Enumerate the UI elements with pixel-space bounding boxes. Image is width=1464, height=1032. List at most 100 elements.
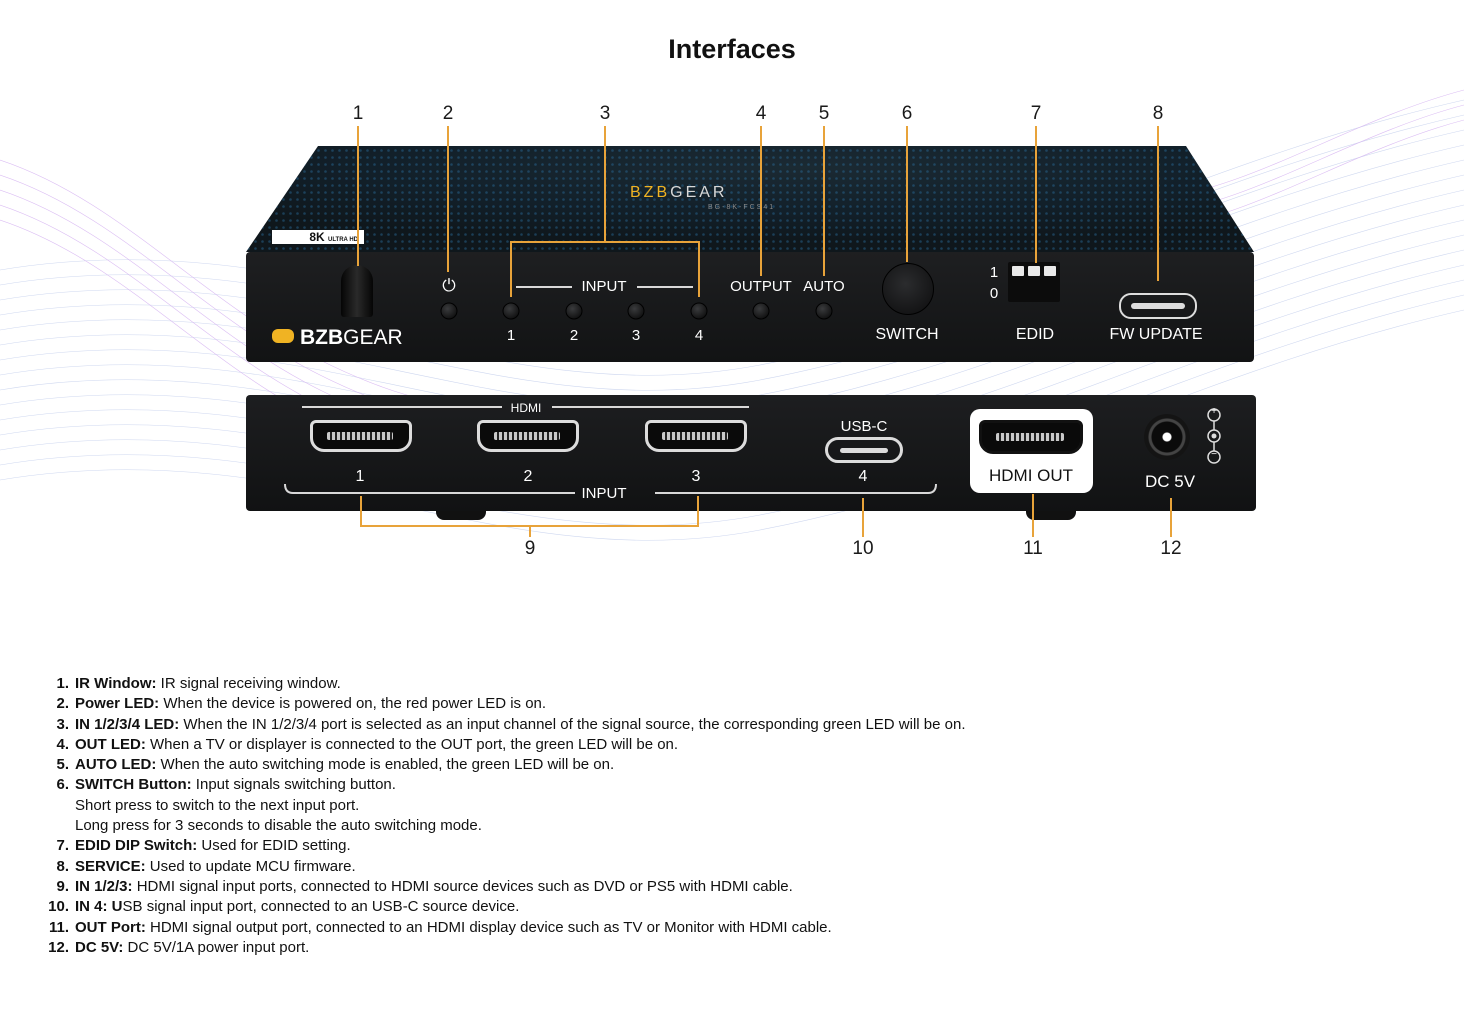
list-item: 2.Power LED: When the device is powered … [56,695,547,713]
callout-9: 9 [524,538,536,559]
hdmi-number-2: 2 [523,468,533,485]
front-panel [246,252,1254,362]
foot-right [1026,511,1076,520]
list-item: 6.SWITCH Button: Input signals switching… [56,776,396,794]
leader-9-stem [529,525,531,537]
list-item: 8.SERVICE: Used to update MCU firmware. [56,857,356,875]
callout-7: 7 [1030,103,1042,124]
hdmi-number-3: 3 [691,468,701,485]
hdmi-rule-right [552,406,749,408]
foot-left [436,511,486,520]
input-rule-left [516,286,572,288]
usbc-label: USB-C [840,418,888,435]
hdmi-label: HDMI [510,401,542,415]
dc-power-jack[interactable] [1144,414,1190,460]
switch-label: SWITCH [875,326,939,343]
brand-mark-icon [272,329,294,343]
leader-12 [1170,498,1172,537]
list-item: 4.OUT LED: When a TV or displayer is con… [56,735,679,753]
callout-2: 2 [442,103,454,124]
list-item: 9.IN 1/2/3: HDMI signal input ports, con… [56,877,793,895]
input-led-1 [502,302,520,320]
usbc-input-port[interactable] [825,437,903,463]
fw-update-label: FW UPDATE [1109,326,1203,343]
polarity-icon [1207,408,1221,464]
callout-12: 12 [1160,538,1182,559]
leader-3-bar [510,241,700,243]
callout-8: 8 [1152,103,1164,124]
input-led-2 [565,302,583,320]
callout-10: 10 [852,538,874,559]
input-number-1: 1 [506,327,516,344]
hdmi-input-port-2[interactable] [477,420,579,452]
input-led-3 [627,302,645,320]
leader-3 [604,126,606,241]
list-item: 5.AUTO LED: When the auto switching mode… [56,756,615,774]
hdmi-output-port[interactable] [979,420,1083,454]
leader-3-right [698,241,700,297]
ir-window [341,265,373,317]
edid-label: EDID [1015,326,1055,343]
dip-on-label: 1 [989,264,999,281]
plus-sign: + [1211,406,1217,417]
leader-9-right [697,496,699,526]
leader-8 [1157,126,1159,281]
minus-sign: − [1211,449,1217,460]
page-title: Interfaces [668,34,796,64]
leader-7 [1035,126,1037,263]
leader-11 [1032,494,1034,537]
leader-10 [862,498,864,537]
dip-toggle-1[interactable] [1012,266,1024,276]
dip-toggle-2[interactable] [1028,266,1040,276]
list-item-sub: Long press for 3 seconds to disable the … [75,817,482,835]
callout-5: 5 [818,103,830,124]
input-led-4 [690,302,708,320]
leader-5 [823,126,825,276]
callout-1: 1 [352,103,364,124]
dip-off-label: 0 [989,285,999,302]
output-label: OUTPUT [730,278,792,295]
list-item-sub: Short press to switch to the next input … [75,796,360,814]
leader-6 [906,126,908,262]
list-item: 11.OUT Port: HDMI signal output port, co… [48,918,832,936]
edid-dip-switch[interactable] [1008,262,1060,302]
leader-3-left [510,241,512,297]
dip-toggle-3[interactable] [1044,266,1056,276]
power-led [440,302,458,320]
auto-led [815,302,833,320]
input-number-3: 3 [631,327,641,344]
back-input-label: INPUT [581,485,627,502]
hdmi-input-port-1[interactable] [310,420,412,452]
front-logo: BZBGEAR [272,326,403,350]
list-item: 12.DC 5V: DC 5V/1A power input port. [48,938,310,956]
hdmi-out-label: HDMI OUT [988,466,1074,485]
callout-3: 3 [599,103,611,124]
device-top-face [246,146,1254,252]
list-item: 3.IN 1/2/3/4 LED: When the IN 1/2/3/4 po… [56,715,966,733]
top-model-number: BG-8K-FCS41 [708,204,776,211]
auto-label: AUTO [803,278,845,295]
input-number-4: 4 [694,327,704,344]
input-number-2: 2 [569,327,579,344]
callout-11: 11 [1023,538,1043,559]
input-rule-right [637,286,693,288]
hdmi-number-1: 1 [355,468,365,485]
callout-6: 6 [901,103,913,124]
output-led [752,302,770,320]
fw-update-port[interactable] [1119,293,1197,319]
top-logo: BZBGEAR [630,184,728,201]
interface-description-list: 1.IR Window: IR signal receiving window.… [40,674,1440,958]
input-bracket [284,483,937,494]
power-icon: ⏻ [442,276,456,295]
switch-button[interactable] [882,263,934,315]
hdmi-input-port-3[interactable] [645,420,747,452]
list-item: 7.EDID DIP Switch: Used for EDID setting… [56,837,351,855]
list-item: 10.IN 4: USB signal input port, connecte… [48,898,520,916]
usbc-number: 4 [858,468,868,485]
leader-9-left [360,496,362,526]
8k-badge: 8K ULTRA HD [272,230,364,244]
input-label: INPUT [581,278,627,295]
leader-4 [760,126,762,276]
hdmi-rule-left [302,406,502,408]
leader-2 [447,126,449,272]
